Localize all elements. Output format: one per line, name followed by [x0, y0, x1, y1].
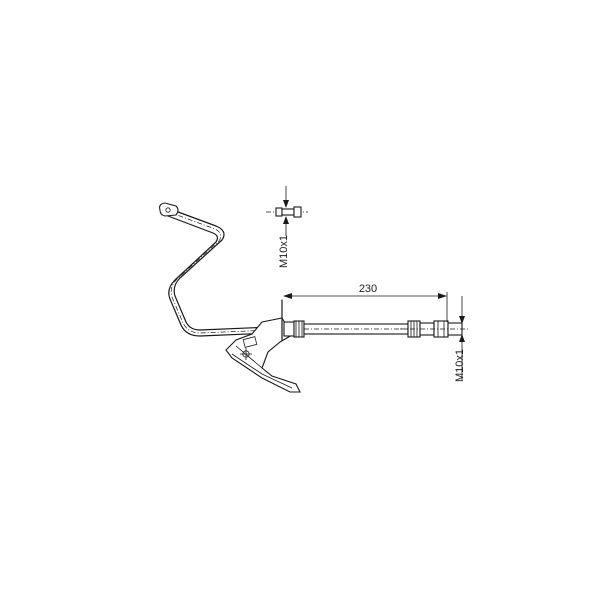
length-dimension: 230 [283, 283, 448, 322]
brake-pipe [159, 202, 273, 337]
hose-fitting-right [400, 320, 470, 338]
length-dimension-label: 230 [359, 283, 377, 295]
thread-top-label: M10x1 [278, 235, 290, 268]
thread-right-label: M10x1 [454, 349, 466, 382]
flexible-hose [303, 323, 410, 335]
thread-detail-right: M10x1 [454, 296, 466, 382]
hose-fitting-left [281, 299, 305, 341]
thread-detail-top: M10x1 [266, 186, 308, 268]
